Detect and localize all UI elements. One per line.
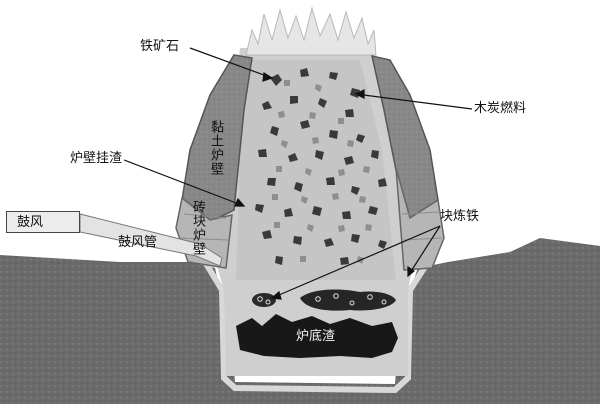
leader-lines xyxy=(123,47,473,300)
tuyere-pipe xyxy=(79,213,223,267)
bellows-label: 鼓风 xyxy=(17,215,44,230)
brick-wall-label: 砖块炉壁 xyxy=(190,200,205,256)
flame xyxy=(245,6,377,56)
clay-wall-left xyxy=(181,54,253,223)
wall-slag-label: 炉壁挂渣 xyxy=(70,151,123,166)
charcoal-fuel-pieces xyxy=(255,68,387,265)
bloom-iron-label: 块炼铁 xyxy=(440,209,480,224)
hearth-slag-label: 炉底渣 xyxy=(296,329,336,344)
iron-ore-pieces xyxy=(272,80,372,264)
clay-wall-label: 黏土炉壁 xyxy=(208,120,223,176)
charcoal-fuel-label: 木炭燃料 xyxy=(474,101,527,116)
bloom-iron xyxy=(252,289,396,311)
pit-lining xyxy=(202,260,431,394)
bellows-box: 鼓风 xyxy=(6,211,80,233)
iron-ore-label: 铁矿石 xyxy=(140,39,180,54)
brick-wall-right xyxy=(395,167,445,271)
tuyere-label: 鼓风管 xyxy=(118,235,158,250)
hearth-slag xyxy=(236,314,398,358)
ground xyxy=(0,238,600,404)
